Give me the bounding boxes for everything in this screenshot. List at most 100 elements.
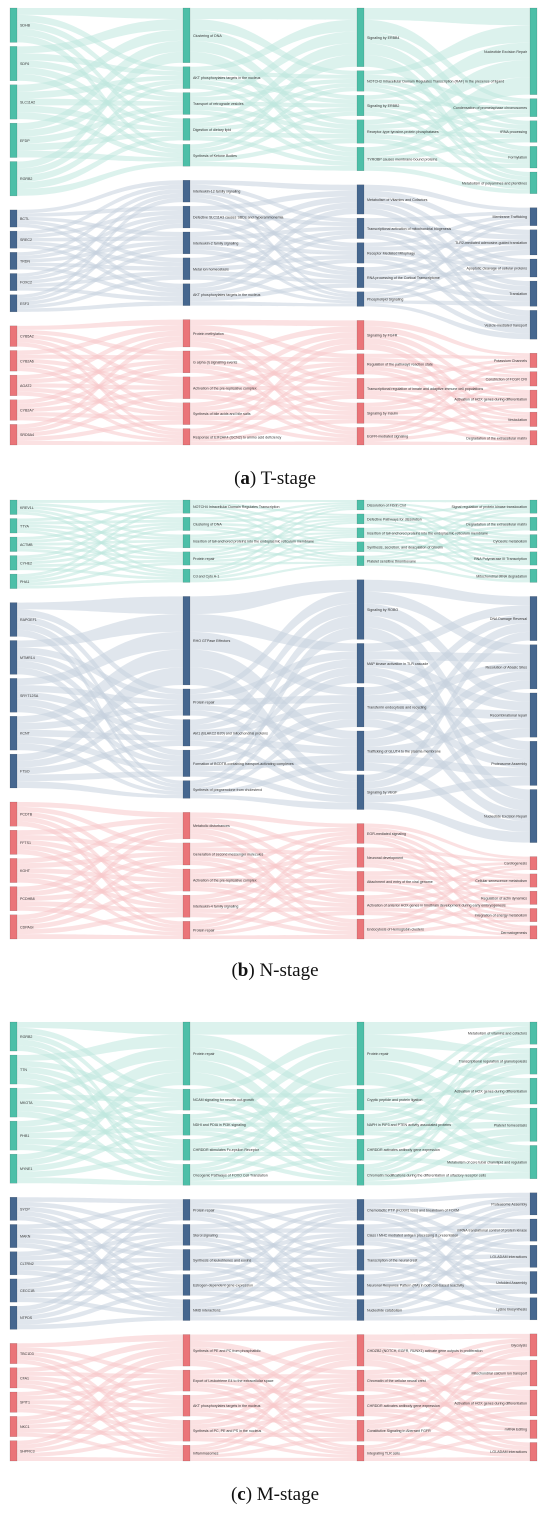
sankey-flow [364,1039,530,1169]
sankey-flow [364,507,530,544]
sankey-node-label: Regulation of the pathways reaction stat… [367,363,433,367]
sankey-node [529,551,538,566]
sankey-flow [17,1197,183,1204]
sankey-node [9,1278,18,1303]
sankey-flow [364,1289,530,1317]
sankey-flow [190,831,357,874]
sankey-flow [190,615,357,756]
sankey-flow [364,542,530,548]
sankey-node [9,858,18,883]
sankey-node-label: ESF3 [20,302,29,306]
sankey-flow [17,1316,183,1330]
sankey-flow [364,370,530,437]
sankey-node [9,536,18,552]
sankey-node-label: AKT phosphorylates targets in the nucleu… [193,293,261,297]
sankey-node-label: Synthesis, secretion, and deacylation of… [367,545,443,549]
sankey-node-label: Attachment and entry of the viral genome [367,880,433,884]
sankey-flow [364,879,530,900]
sankey-node [529,280,538,307]
sankey-node [9,1343,18,1364]
sankey-flow [17,1078,183,1173]
sankey-flow [364,531,530,543]
sankey-node [182,596,191,686]
sankey-flow [364,1405,530,1433]
sankey-flow [364,1206,530,1279]
sankey-flow [364,1262,530,1313]
sankey-flow [190,441,357,445]
sankey-flow [190,54,357,149]
sankey-node [182,402,191,425]
sankey-flow [17,1266,183,1321]
sankey-flow [17,1216,183,1311]
sankey-node-label: Protein repair [367,1052,389,1056]
sankey-node [356,7,365,67]
sankey-flow [364,419,530,443]
sankey-node-label: Constriction of FCGR CRI [486,377,527,381]
sankey-node-label: Response of EIF2AK4 (GCN2) to amino acid… [193,435,281,439]
sankey-node [9,716,18,751]
sankey-flow [17,105,183,132]
sankey-node [9,84,18,120]
sankey-node-label: LGI-ADAM interactions [490,1255,527,1259]
sankey-flow [17,1126,183,1139]
sankey-node-label: Trafficking of GLUT4 to the plasma membr… [367,749,441,753]
sankey-node-label: Metabolism of Vitamins and Cofactors [367,198,428,202]
sankey-node [9,1021,18,1052]
sankey-flow [364,1457,530,1461]
sankey-flow [190,1156,357,1182]
sankey-node-label: ACTMB [20,543,33,547]
sankey-node-label: MAP kinase activation in TLR cascade [367,662,428,666]
sankey-node [356,730,365,771]
sankey-flow [364,563,530,583]
sankey-flow [190,1034,357,1094]
sankey-flow [190,87,357,154]
sankey-flow [364,591,530,654]
sankey-flow [190,521,357,575]
sankey-flow [364,218,530,272]
sankey-node [182,428,191,446]
sankey-node [9,1391,18,1413]
sankey-node-label: Synthesis of bile acids and bile salts [193,412,251,416]
sankey-flow [190,259,357,297]
sankey-flow [190,771,357,803]
sankey-flow [17,98,183,106]
sankey-node-label: TRDN [20,259,30,263]
sankey-flow [17,1241,183,1316]
sankey-flow [17,616,183,725]
sankey-flow [190,1359,357,1449]
sankey-flow [190,78,357,102]
sankey-node-label: Activation of HOX genes during different… [454,1401,527,1405]
sankey-node [9,886,18,911]
sankey-flow [190,1093,357,1098]
sankey-flow [364,839,530,929]
sankey-flow [190,1353,357,1425]
sankey-node-label: Insertion of tail-anchored proteins into… [367,531,488,535]
sankey-flow [190,659,357,731]
sankey-flow [364,505,530,530]
sankey-flow [190,1334,357,1341]
sankey-flow [17,161,183,196]
sankey-node-label: Condensation of prometaphase chromosomes [453,106,527,110]
sankey-flow [364,505,530,555]
sankey-flow [364,535,530,578]
sankey-flow [190,249,357,301]
sankey-flow [364,25,530,75]
sankey-flow [17,500,183,503]
sankey-flow [190,542,357,548]
sankey-flow [17,1411,183,1453]
caption-a-letter: a [240,468,250,489]
sankey-node [9,273,18,291]
sankey-flow [17,220,183,263]
sankey-node [529,534,538,549]
sankey-node-label: Signaling by ROBO [367,608,398,612]
sankey-node-label: LGI-ADAM interactions [490,1450,527,1454]
sankey-node [356,1021,365,1086]
sankey-node [529,1297,538,1321]
sankey-flow [364,517,530,540]
sankey-node-label: Chromatin of the cellular neural crest [367,1379,426,1383]
sankey-flow [17,1072,183,1148]
sankey-node [529,1077,538,1105]
sankey-flow [17,1034,183,1061]
sankey-flow [190,522,357,532]
sankey-node [182,7,191,63]
